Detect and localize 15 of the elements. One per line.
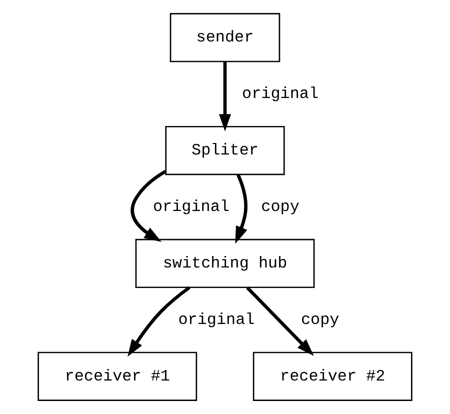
node-box: sender — [170, 13, 280, 62]
node-box: receiver #1 — [38, 352, 198, 401]
arrow — [218, 62, 232, 132]
node-box: Spliter — [165, 126, 285, 176]
edge-label: original — [152, 198, 230, 216]
node-box: receiver #2 — [252, 352, 412, 401]
node-box: switching hub — [135, 238, 315, 288]
arrow — [246, 286, 314, 356]
arrow — [130, 170, 166, 242]
edge-label: copy — [261, 198, 300, 216]
arrow — [235, 174, 248, 244]
edge-label: copy — [301, 311, 340, 330]
arrow — [128, 286, 190, 357]
edge-label: original — [242, 85, 319, 104]
edge-label: original — [178, 311, 255, 330]
